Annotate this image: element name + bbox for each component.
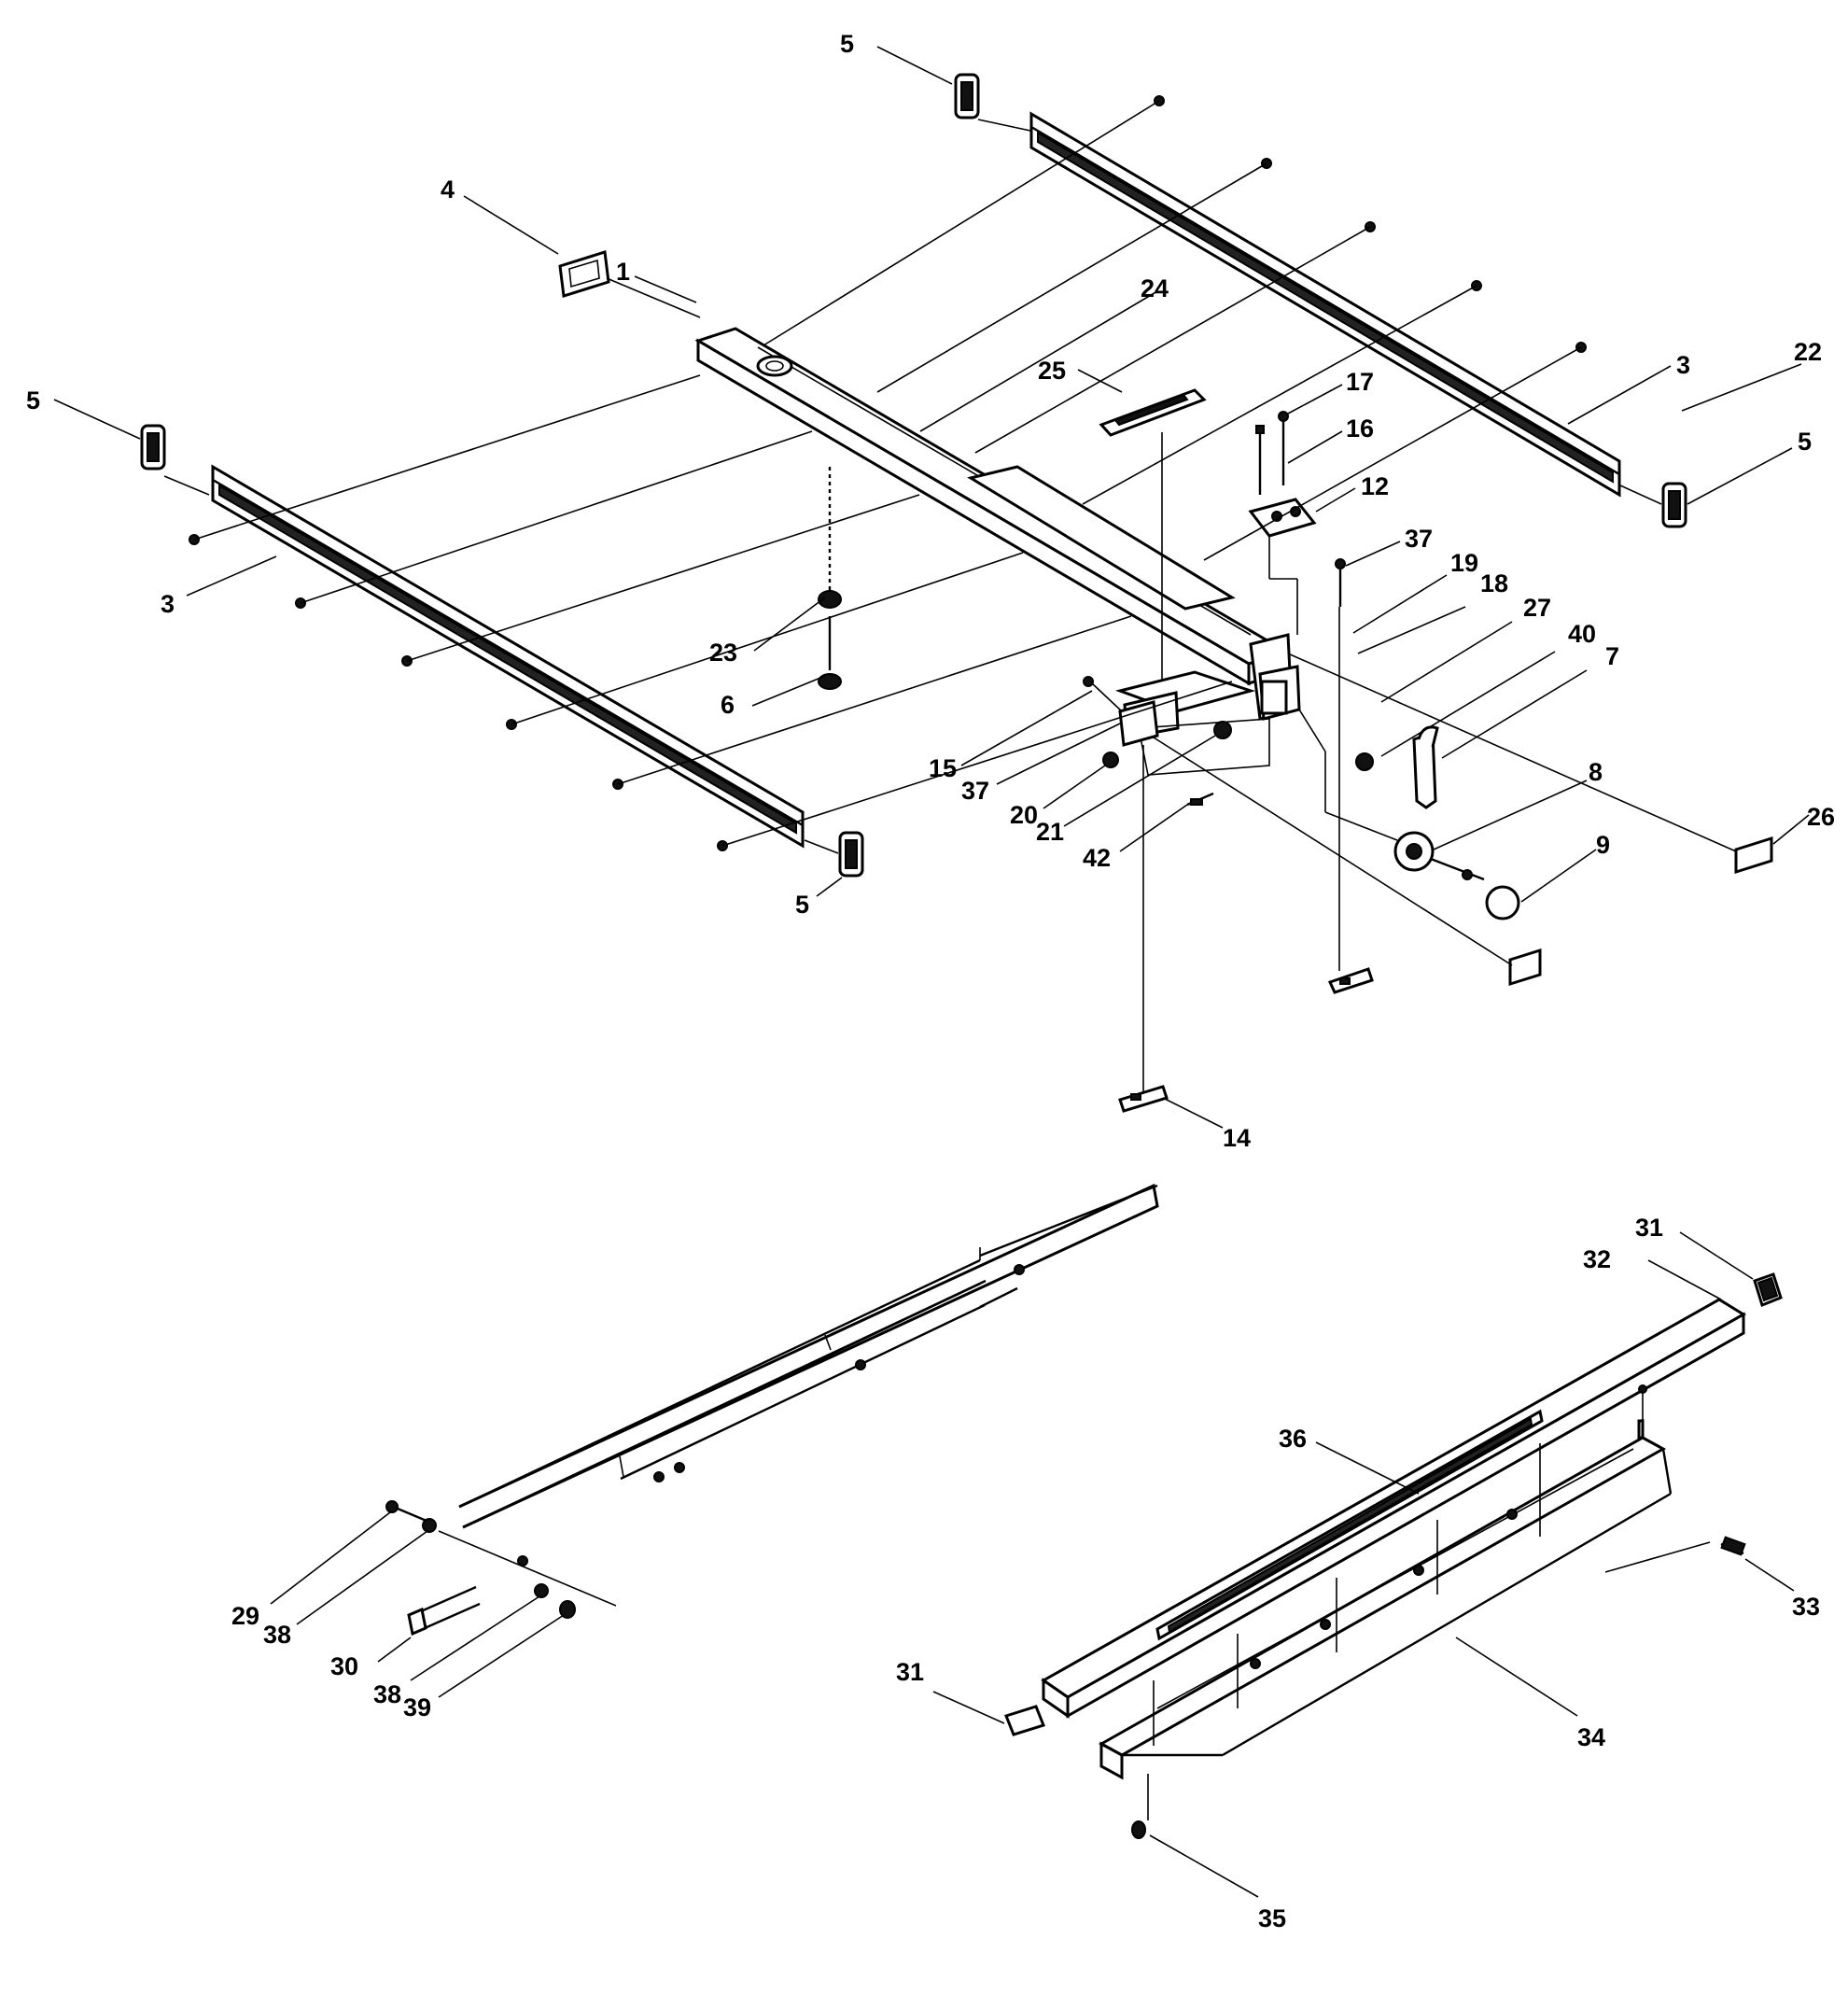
- label-38-bottom: 38: [373, 1680, 401, 1708]
- end-cap-5-bottom: [838, 831, 864, 878]
- clip-14: [1118, 1085, 1169, 1113]
- label-5-left: 5: [26, 386, 40, 414]
- tube-fasteners: [385, 1500, 576, 1619]
- plate-25: [1099, 388, 1207, 437]
- label-30: 30: [330, 1652, 358, 1680]
- front-rail-3: [211, 464, 805, 849]
- label-16: 16: [1346, 414, 1374, 443]
- end-cap-4: [558, 250, 610, 298]
- leader-lines-upper: [53, 46, 1810, 1129]
- label-40: 40: [1568, 620, 1596, 648]
- label-22: 22: [1794, 338, 1822, 366]
- label-18: 18: [1480, 569, 1508, 597]
- screw-17: [1278, 411, 1289, 485]
- screw-16: [1255, 425, 1265, 495]
- label-9: 9: [1596, 831, 1610, 859]
- label-4: 4: [441, 176, 455, 204]
- label-37-right: 37: [1405, 525, 1433, 553]
- cam-8: [1393, 831, 1485, 881]
- lever-7: [1412, 725, 1439, 809]
- knob-9: [1485, 885, 1520, 920]
- label-27: 27: [1523, 594, 1551, 622]
- label-37-left: 37: [961, 777, 989, 805]
- label-31-left: 31: [896, 1658, 924, 1686]
- label-39: 39: [403, 1693, 431, 1721]
- label-3-left: 3: [161, 590, 175, 618]
- nut-40: [1355, 752, 1374, 771]
- label-5-right: 5: [1798, 428, 1812, 456]
- label-33: 33: [1792, 1593, 1820, 1621]
- part-labels: 5 4 1 24 25 17 16 12 37 19 18 27 40 7 5 …: [26, 30, 1835, 1932]
- label-17: 17: [1346, 368, 1374, 396]
- pin-42: [1186, 792, 1214, 807]
- label-7: 7: [1605, 642, 1619, 670]
- guide-tube-32: [1041, 1298, 1746, 1719]
- label-34: 34: [1577, 1723, 1605, 1751]
- label-42: 42: [1083, 844, 1111, 872]
- end-cap-5-left: [140, 424, 166, 471]
- label-25: 25: [1038, 357, 1066, 385]
- pad-26: [1734, 836, 1773, 875]
- front-rail-screws: [189, 534, 728, 851]
- bracket-12: [1248, 498, 1317, 538]
- rear-rail-3: [1029, 111, 1621, 498]
- label-38-top: 38: [263, 1621, 291, 1649]
- label-5-top: 5: [840, 30, 854, 58]
- screw-6: [818, 616, 842, 690]
- plate-37-left: [1118, 700, 1159, 747]
- label-20: 20: [1010, 801, 1038, 829]
- end-cap-5-right: [1661, 482, 1687, 528]
- leader-lines-lower-left: [270, 1511, 617, 1698]
- label-1: 1: [616, 258, 630, 286]
- end-cap-5-top: [954, 73, 980, 119]
- washer-20: [1102, 752, 1119, 768]
- label-31-right: 31: [1635, 1214, 1663, 1242]
- label-26: 26: [1807, 803, 1835, 831]
- label-8: 8: [1589, 758, 1603, 786]
- label-32: 32: [1583, 1245, 1611, 1273]
- label-36: 36: [1279, 1425, 1307, 1453]
- label-3-right: 3: [1676, 351, 1690, 379]
- angle-bracket-34: [1098, 1419, 1673, 1780]
- leader-lines-lower-right: [932, 1231, 1795, 1898]
- label-24: 24: [1141, 274, 1169, 302]
- end-cap-31-right: [1753, 1272, 1783, 1307]
- label-15: 15: [929, 754, 957, 782]
- screw-37-right: [1335, 558, 1346, 607]
- washer-21: [1213, 721, 1232, 739]
- label-19: 19: [1450, 549, 1478, 577]
- label-14: 14: [1223, 1124, 1251, 1152]
- label-23: 23: [709, 639, 737, 667]
- pad-near-9: [1508, 948, 1542, 987]
- screw-15: [1083, 676, 1094, 687]
- guide-screws: [1131, 1384, 1647, 1839]
- label-5-bottom: 5: [795, 891, 809, 919]
- end-cap-31-left: [1004, 1705, 1045, 1736]
- label-29: 29: [231, 1602, 259, 1630]
- label-21: 21: [1036, 818, 1064, 846]
- fence-body-1: [694, 327, 1290, 686]
- guide-plate-42: [1138, 718, 1270, 776]
- label-35: 35: [1258, 1904, 1286, 1932]
- label-6: 6: [721, 691, 735, 719]
- label-12: 12: [1361, 472, 1389, 500]
- telescoping-rail: [407, 1183, 1159, 1637]
- assembly-lines-upper: [163, 100, 1737, 1092]
- clip-lower: [1327, 967, 1374, 994]
- washer-23: [818, 590, 842, 609]
- bolt-33: [1720, 1536, 1746, 1556]
